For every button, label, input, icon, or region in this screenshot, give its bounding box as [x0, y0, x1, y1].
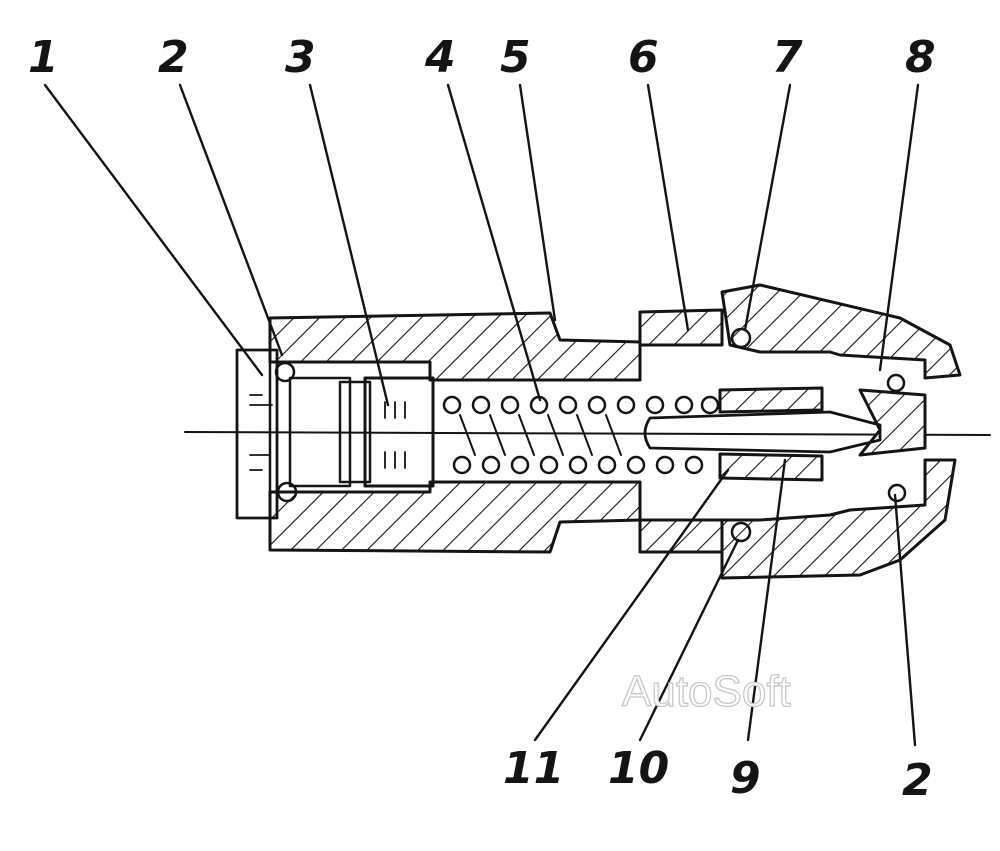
leader-line: [446, 83, 542, 402]
top-callouts: 1 2 3 4 5 6 7 8: [28, 32, 936, 83]
sleeve-ring: [338, 380, 372, 484]
spring-coil: [481, 455, 501, 475]
spring-coil: [568, 455, 588, 475]
leader-line: [878, 83, 920, 372]
callout-label: 2: [158, 32, 189, 83]
guide-lower: [718, 452, 824, 482]
spring-coil: [674, 395, 694, 415]
callout-label: 3: [285, 32, 316, 83]
leader-line: [178, 83, 284, 357]
callout-label: 4: [424, 32, 456, 83]
piston-body: [363, 376, 435, 488]
clamp-nut-upper: [638, 308, 724, 347]
end-plug: [235, 348, 279, 520]
callout-label: 11: [503, 743, 564, 794]
end-plug-body: [235, 348, 279, 520]
spring: [442, 395, 720, 475]
sleeve-left: [288, 376, 352, 488]
o-ring: [730, 521, 752, 543]
leader-line: [308, 83, 390, 407]
o-ring: [730, 327, 752, 349]
watermark: AutoSoft: [622, 667, 791, 716]
spring-back-coils: [459, 414, 622, 456]
spring-coil: [700, 395, 720, 415]
guide-upper: [718, 386, 824, 414]
housing-upper-wall: [268, 311, 642, 382]
callout-label: 1: [28, 32, 59, 83]
needle-spindle: [643, 386, 882, 482]
leader-line: [638, 538, 740, 742]
spring-coil: [655, 455, 675, 475]
valve-housing: [268, 311, 642, 554]
callout-label: 5: [500, 32, 531, 83]
spring-coil: [471, 395, 491, 415]
needle-body: [643, 410, 882, 454]
inner-sleeve: [288, 376, 372, 488]
cap-body: [720, 283, 962, 580]
o-ring: [274, 361, 296, 383]
callout-label: 10: [608, 743, 669, 794]
housing-lower-wall: [268, 480, 642, 554]
spring-coil: [500, 395, 520, 415]
spring-coil: [558, 395, 578, 415]
o-ring: [886, 373, 906, 393]
bottom-callouts: 11 10 9 2: [503, 743, 933, 806]
spring-coil: [442, 395, 462, 415]
callout-label: 7: [772, 32, 803, 83]
spring-coil: [539, 455, 559, 475]
leader-line: [743, 83, 792, 332]
leader-line: [43, 83, 264, 377]
callout-label: 8: [905, 32, 936, 83]
clamp-nut: [638, 308, 724, 554]
spring-coil: [597, 455, 617, 475]
piston-marks: [384, 401, 406, 469]
spring-coil: [587, 395, 607, 415]
spring-coil: [616, 395, 636, 415]
leader-line: [518, 83, 557, 322]
leader-line: [646, 83, 690, 332]
leader-line: [533, 468, 730, 742]
o-ring: [887, 483, 907, 503]
spring-coil: [510, 455, 530, 475]
leader-lines: [43, 83, 920, 747]
cap-lower: [720, 458, 957, 580]
center-axis-line: [184, 431, 991, 436]
leader-line: [746, 458, 787, 742]
callout-label: 9: [730, 753, 761, 804]
spring-coil: [645, 395, 665, 415]
callout-label: 2: [902, 755, 933, 806]
leader-line: [893, 493, 917, 747]
cap-upper: [720, 283, 962, 380]
callout-label: 6: [628, 32, 659, 83]
seal-rings: [274, 327, 907, 543]
spring-coil: [626, 455, 646, 475]
spring-coil: [684, 455, 704, 475]
o-ring: [276, 481, 298, 503]
piston: [363, 376, 435, 488]
spring-coil: [452, 455, 472, 475]
